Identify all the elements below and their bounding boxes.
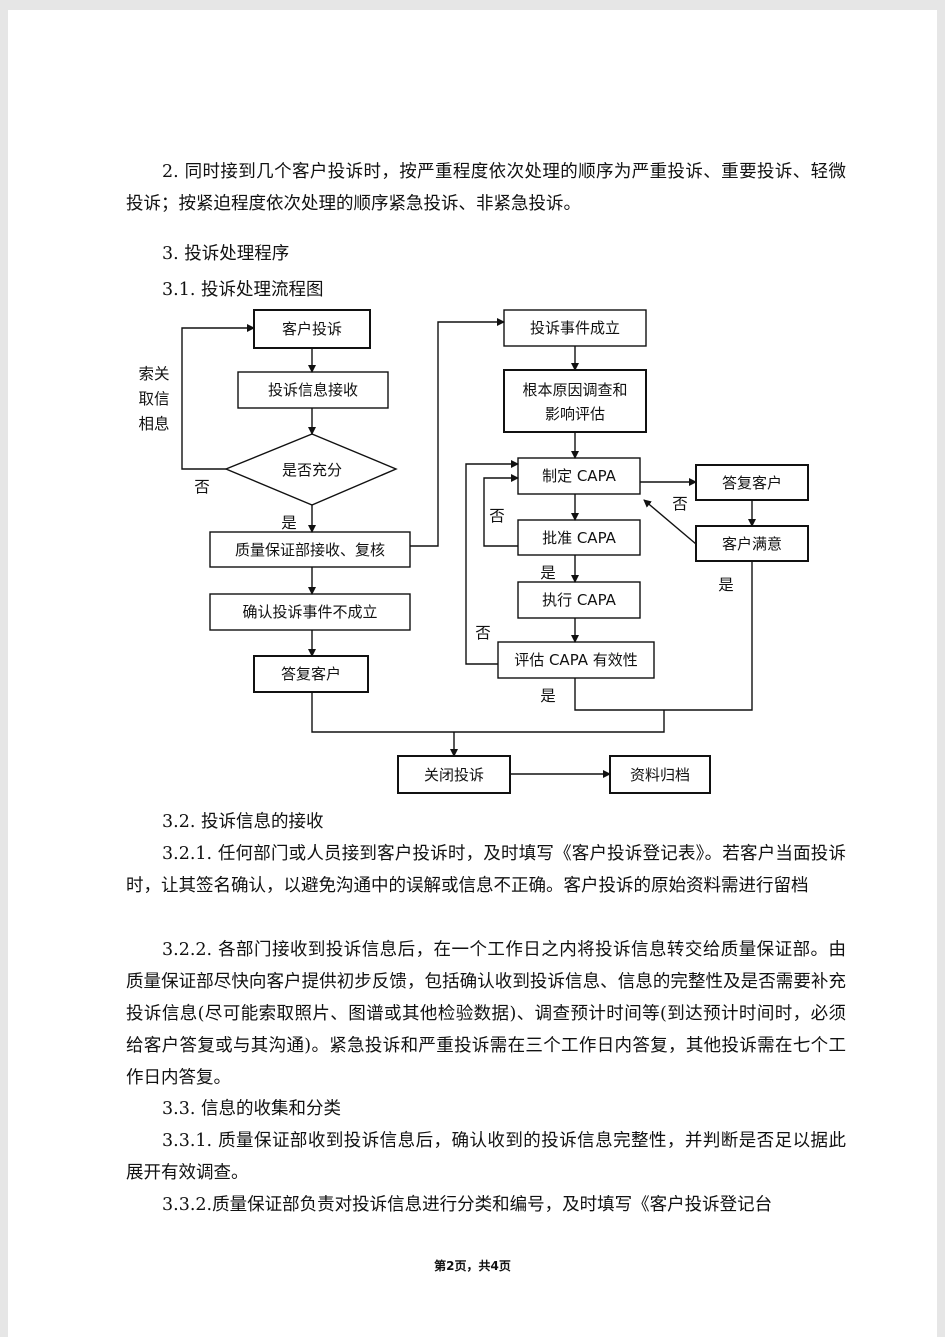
- text-close: 关闭投诉: [424, 766, 484, 784]
- paragraph-3-3-1: 3.3.1. 质量保证部收到投诉信息后，确认收到的投诉信息完整性，并判断是否足以…: [126, 1131, 846, 1183]
- heading-3-1: 3.1. 投诉处理流程图: [162, 280, 324, 300]
- arrow-eval-no-loop: [465, 460, 519, 665]
- label-yes-eval: 是: [540, 687, 556, 705]
- label-yes-satisfied: 是: [718, 576, 734, 594]
- text-customer-complaint: 客户投诉: [282, 320, 342, 338]
- side-text-1: 索关: [138, 365, 169, 383]
- box-make-capa: [517, 457, 641, 495]
- arrow-satisfied-no: [643, 499, 697, 545]
- side-text-2: 取信: [138, 390, 169, 408]
- document-page: 2. 同时接到几个客户投诉时，按严重程度依次处理的顺序为严重投诉、重要投诉、轻微…: [8, 10, 937, 1337]
- paragraph-3-2-1: 3.2.1. 任何部门或人员接到客户投诉时，及时填写《客户投诉登记表》。若客户当…: [126, 844, 846, 896]
- line-merge-to-close: [311, 692, 665, 733]
- box-valid: [503, 309, 647, 347]
- text-root-cause-1: 根本原因调查和: [522, 381, 627, 399]
- paragraph-3-3-2: 3.3.2.质量保证部负责对投诉信息进行分类和编号，及时填写《客户投诉登记台: [162, 1195, 773, 1215]
- text-reply-right: 答复客户: [722, 474, 782, 492]
- text-not-valid: 确认投诉事件不成立: [242, 603, 377, 621]
- text-approve-capa: 批准 CAPA: [542, 529, 617, 547]
- page-footer: 第2页，共4页: [434, 1259, 511, 1273]
- arrow-qa-to-valid: [410, 318, 505, 547]
- heading-3-2: 3.2. 投诉信息的接收: [162, 812, 324, 832]
- text-qa-receive: 质量保证部接收、复核: [235, 541, 385, 559]
- text-satisfied: 客户满意: [722, 535, 782, 553]
- label-no-eval: 否: [475, 624, 491, 642]
- text-eval-capa: 评估 CAPA 有效性: [514, 651, 638, 669]
- label-yes-diamond: 是: [281, 514, 297, 532]
- label-no-approve: 否: [489, 507, 505, 525]
- text-info-receive: 投诉信息接收: [268, 381, 358, 399]
- box-close: [397, 755, 511, 794]
- complaint-flowchart: 客户投诉 投诉信息接收 是否充分 质量保证部接收、复核 确认投诉事件不成立 答复…: [138, 309, 809, 794]
- text-archive: 资料归档: [630, 766, 690, 784]
- side-text-3: 相息: [138, 415, 169, 433]
- text-exec-capa: 执行 CAPA: [542, 591, 617, 609]
- arrow-diamond-no-loop: [181, 324, 255, 470]
- box-reply-right: [695, 464, 809, 501]
- text-make-capa: 制定 CAPA: [542, 467, 617, 485]
- heading-3: 3. 投诉处理程序: [162, 244, 290, 264]
- text-sufficient: 是否充分: [282, 461, 342, 479]
- text-root-cause-2: 影响评估: [545, 405, 605, 423]
- box-eval-capa: [497, 641, 655, 679]
- paragraph-3-2-2: 3.2.2. 各部门接收到投诉信息后，在一个工作日之内将投诉信息转交给质量保证部…: [126, 940, 846, 1088]
- box-approve-capa: [517, 519, 641, 556]
- text-valid: 投诉事件成立: [530, 319, 620, 337]
- heading-3-3: 3.3. 信息的收集和分类: [162, 1099, 341, 1119]
- box-reply-left: [253, 655, 369, 693]
- label-no-satisfied: 否: [672, 495, 688, 513]
- box-not-valid: [209, 593, 411, 631]
- paragraph-2: 2. 同时接到几个客户投诉时，按严重程度依次处理的顺序为严重投诉、重要投诉、轻微…: [126, 162, 846, 214]
- label-yes-approve: 是: [540, 564, 556, 582]
- label-no-diamond: 否: [194, 478, 210, 496]
- box-exec-capa: [517, 581, 641, 619]
- box-qa-receive: [209, 531, 411, 568]
- arrow-approve-no-loop: [483, 474, 519, 547]
- text-reply-left: 答复客户: [281, 665, 341, 683]
- box-info-receive: [237, 371, 389, 409]
